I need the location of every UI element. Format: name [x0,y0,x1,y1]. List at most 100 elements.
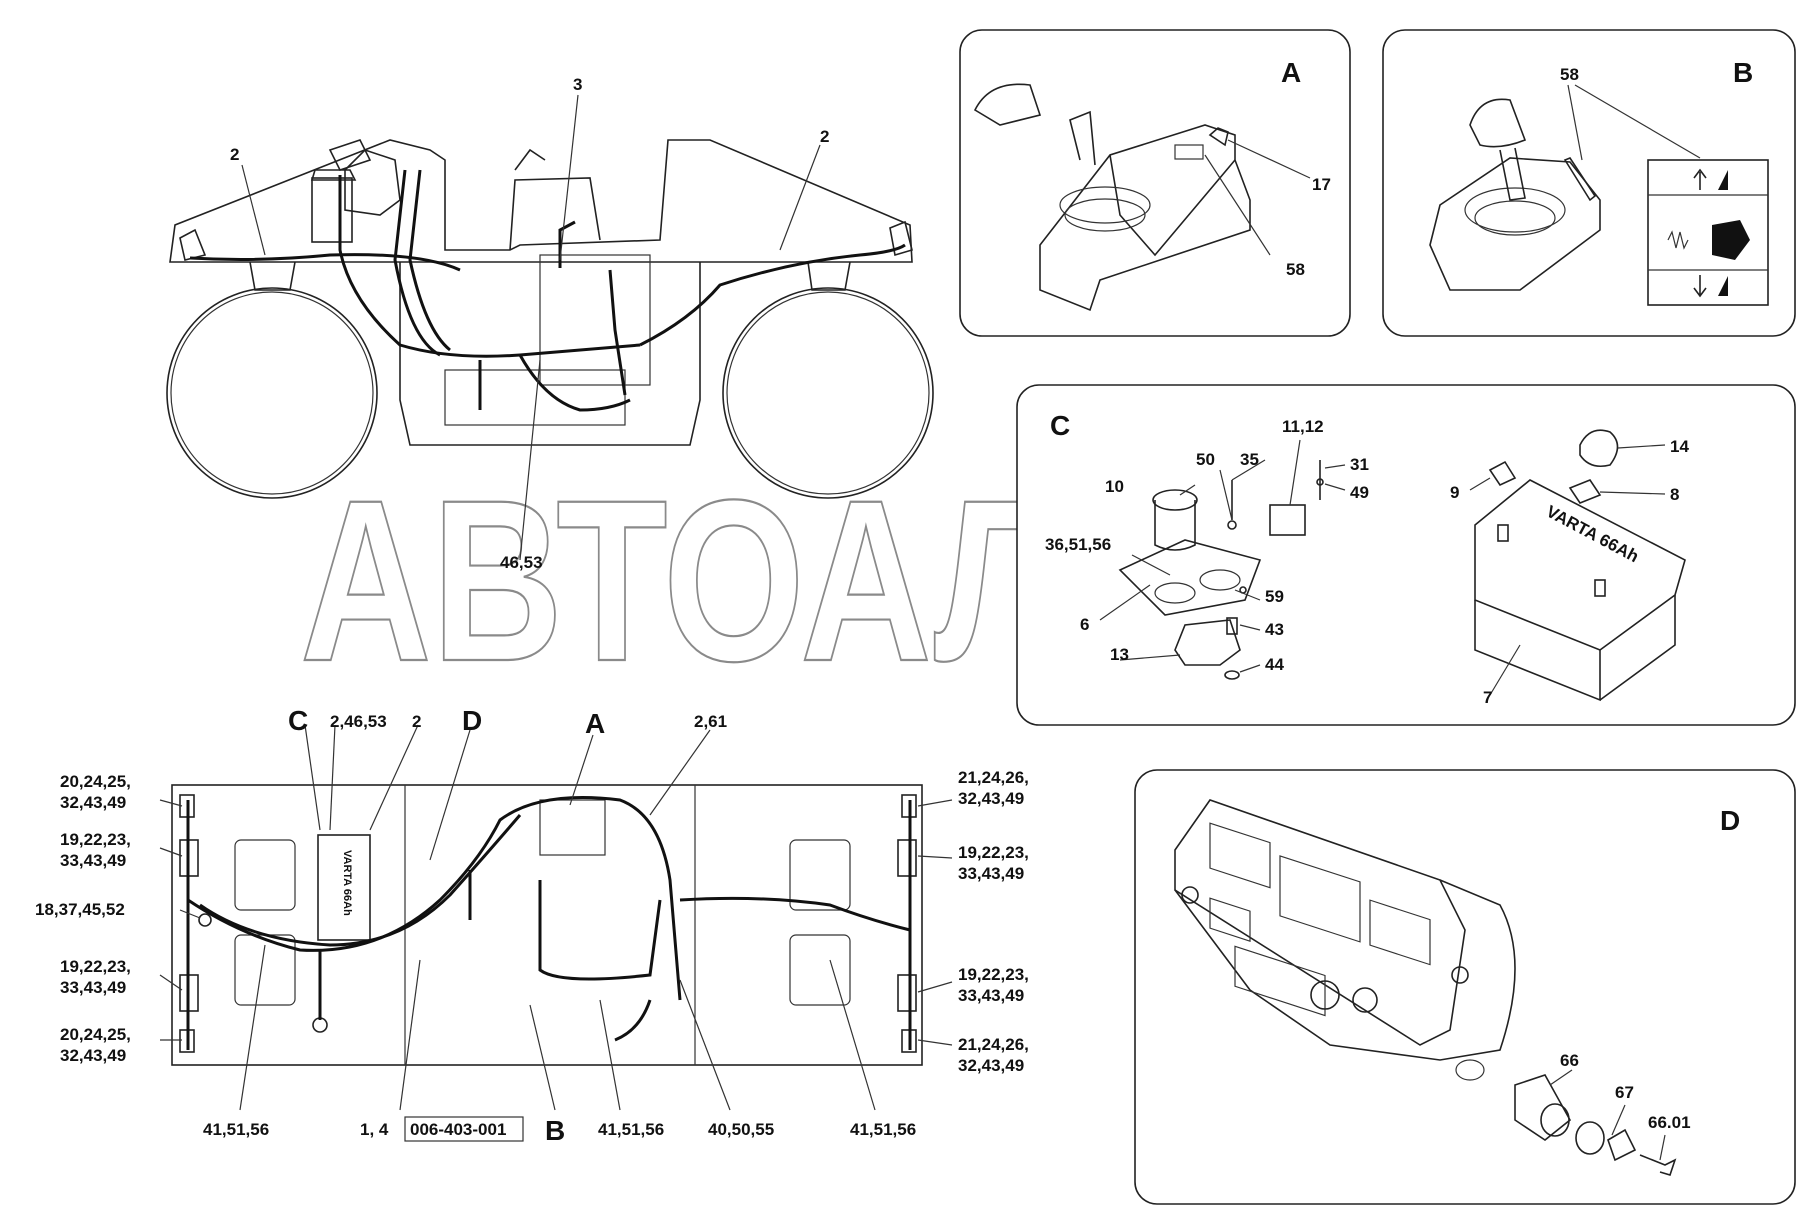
side-wire-main [338,175,641,358]
label-c-49: 49 [1350,483,1369,502]
dashboard-horn-icon [1181,886,1199,904]
label-c-8: 8 [1670,485,1679,504]
side-wire-hood [393,169,441,357]
leader-top-d [429,729,471,861]
leader-c-9 [1469,477,1491,491]
detail-panel-b: B 58 [1382,29,1796,337]
label-top-2-46-53: 2,46,53 [330,712,387,731]
label-bottom-5: 41,51,56 [850,1120,916,1139]
label-left-2b: 33,43,49 [60,851,126,870]
label-c-36-51-56: 36,51,56 [1045,535,1111,554]
panel-a-console [1039,124,1251,312]
leader-c-7 [1489,644,1521,696]
label-top-c: C [288,705,308,736]
label-c-44: 44 [1265,655,1284,674]
panel-b-console [1429,157,1601,291]
dashboard-button-icon [1451,966,1469,984]
leader-a-17 [1227,139,1311,179]
seat-frame [509,177,601,251]
label-d-67: 67 [1615,1083,1634,1102]
leader-top-2 [369,724,419,831]
label-side-3: 3 [573,75,582,94]
label-right-4a: 21,24,26, [958,1035,1029,1054]
front-lamp [179,228,207,261]
battery-terminal-1 [1497,524,1509,542]
panel-a-boot [1059,186,1151,224]
label-c-10: 10 [1105,477,1124,496]
bracket-hole-1 [1154,582,1196,604]
label-side-2-left: 2 [230,145,239,164]
detail-panel-d: D 66 67 66.01 [1134,769,1796,1205]
leader-side-2-left [241,164,266,256]
key-66-01 [1639,1154,1677,1176]
label-right-3a: 19,22,23, [958,965,1029,984]
leader-d-67 [1611,1104,1626,1136]
battery-side [1599,595,1676,701]
side-view-roller: 2 2 3 46,53 [166,75,934,572]
control-box [539,254,651,386]
top-center-box [539,799,606,856]
label-c-43: 43 [1265,620,1284,639]
nut-44 [1224,670,1240,680]
leader-top-c [304,724,321,831]
ignition-switch-icon [1310,980,1340,1010]
panel-c-bracket [1118,539,1262,616]
top-wire-valve [614,999,652,1042]
panel-a-console-edge [1109,154,1236,257]
front-drum [166,287,378,499]
top-wire-main [187,796,682,1001]
label-bottom-4: 40,50,55 [708,1120,774,1139]
leader-top-a [569,734,594,806]
lower-box [444,369,626,426]
label-c-11-12: 11,12 [1282,417,1324,436]
leader-top-l4 [159,974,183,991]
leader-d-66-01 [1659,1134,1666,1161]
leader-c-14 [1617,444,1666,449]
label-right-2b: 33,43,49 [958,864,1024,883]
leader-c-10 [1179,484,1196,496]
label-c-31: 31 [1350,455,1369,474]
leader-top-2-46-53 [329,724,336,831]
label-c-7: 7 [1483,688,1492,707]
ignition-lock-66 [1514,1074,1572,1141]
label-left-1b: 32,43,49 [60,793,126,812]
mount-hole [1455,1059,1485,1081]
label-c-6: 6 [1080,615,1089,634]
warning-switch [1209,897,1251,942]
leader-c-35 [1231,459,1266,481]
top-frame [171,784,923,1066]
leader-c-50 [1219,469,1233,521]
label-right-2a: 19,22,23, [958,843,1029,862]
clamp-8 [1568,479,1602,504]
leader-top-b2 [399,959,421,1111]
label-bottom-3: 41,51,56 [598,1120,664,1139]
top-view-roller: VARTA 66Ah [35,705,1029,1146]
panel-a-plate [1174,144,1204,160]
top-right-cutout-2 [789,934,851,1006]
panel-b-boot-2 [1474,200,1556,236]
label-top-d: D [462,705,482,736]
side-wire-rear [639,243,906,347]
label-b-58: 58 [1560,65,1579,84]
part-code: 006-403-001 [410,1120,506,1139]
leader-top-l2 [159,847,183,857]
top-battery [317,834,371,941]
lower-frame [399,262,701,446]
seat-back [514,148,546,171]
leader-c-6 [1099,584,1151,621]
leader-top-b5 [829,959,876,1111]
label-bottom-1: 41,51,56 [203,1120,269,1139]
panel-b-handle [1469,98,1527,148]
label-top-2: 2 [412,712,421,731]
engine-hood [344,149,401,216]
label-right-1a: 21,24,26, [958,768,1029,787]
label-left-5b: 32,43,49 [60,1046,126,1065]
relay-11-12 [1269,504,1306,536]
leader-c-31 [1324,464,1346,469]
cover-67 [1607,1128,1637,1162]
frame-outline [169,139,913,263]
leader-b-58-b [1567,84,1583,161]
panel-b-boot [1464,187,1566,233]
battery-terminal-2 [1594,579,1606,597]
